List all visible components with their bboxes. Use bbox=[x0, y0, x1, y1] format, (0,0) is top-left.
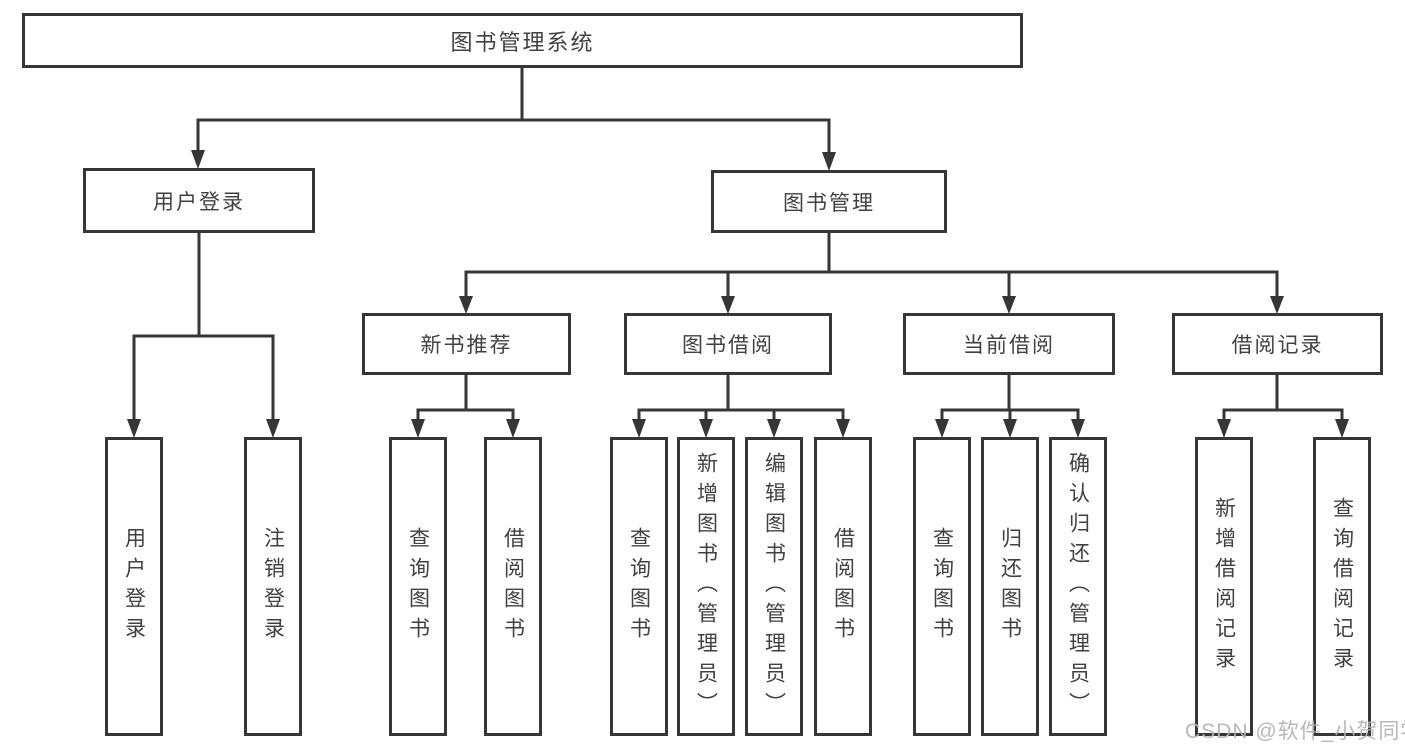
leaf-label: 新增借阅记录 bbox=[1212, 496, 1236, 677]
csdn-watermark: CSDN @软件_小贺同学 bbox=[1185, 720, 1405, 743]
leaf-label: 编辑图书（管理员） bbox=[762, 451, 786, 722]
leaf-add-borrow-record: 新增借阅记录 bbox=[1195, 437, 1253, 736]
node-label: 图书借阅 bbox=[682, 334, 774, 357]
node-system-root: 图书管理系统 bbox=[22, 13, 1023, 68]
leaf-query-books-current: 查询图书 bbox=[913, 437, 971, 736]
leaf-return-books: 归还图书 bbox=[981, 437, 1039, 736]
leaf-label: 借阅图书 bbox=[831, 526, 855, 647]
leaf-label: 新增图书（管理员） bbox=[694, 451, 718, 722]
leaf-borrow-books: 借阅图书 bbox=[814, 437, 872, 736]
leaf-label: 查询图书 bbox=[930, 526, 954, 647]
node-label: 用户登录 bbox=[153, 190, 245, 214]
leaf-query-books-recommend: 查询图书 bbox=[389, 437, 447, 736]
leaf-confirm-return-admin: 确认归还（管理员） bbox=[1049, 437, 1107, 736]
leaf-label: 借阅图书 bbox=[501, 526, 525, 647]
leaf-add-books-admin: 新增图书（管理员） bbox=[677, 437, 735, 736]
leaf-label: 用户登录 bbox=[122, 526, 146, 647]
node-borrowing-records: 借阅记录 bbox=[1172, 313, 1383, 375]
leaf-borrow-books-recommend: 借阅图书 bbox=[484, 437, 542, 736]
leaf-label: 查询借阅记录 bbox=[1330, 496, 1354, 677]
node-label: 新书推荐 bbox=[420, 334, 513, 357]
node-label: 当前借阅 bbox=[963, 334, 1055, 357]
leaf-label: 确认归还（管理员） bbox=[1066, 451, 1090, 722]
leaf-label: 查询图书 bbox=[406, 526, 430, 647]
node-current-borrowing: 当前借阅 bbox=[903, 313, 1115, 375]
leaf-query-borrow-record: 查询借阅记录 bbox=[1313, 437, 1371, 736]
node-label: 图书管理 bbox=[783, 191, 875, 215]
leaf-edit-books-admin: 编辑图书（管理员） bbox=[745, 437, 803, 736]
leaf-user-login: 用户登录 bbox=[105, 437, 163, 736]
leaf-label: 归还图书 bbox=[998, 526, 1022, 647]
leaf-logout: 注销登录 bbox=[244, 437, 302, 736]
node-new-book-recommend: 新书推荐 bbox=[362, 313, 571, 375]
node-label: 借阅记录 bbox=[1231, 334, 1324, 357]
node-book-management: 图书管理 bbox=[711, 170, 947, 233]
arrowheads bbox=[127, 150, 1349, 438]
node-user-login: 用户登录 bbox=[83, 168, 315, 233]
leaf-label: 查询图书 bbox=[627, 526, 651, 647]
leaf-query-books-borrowing: 查询图书 bbox=[610, 437, 668, 736]
leaf-label: 注销登录 bbox=[261, 526, 285, 647]
node-book-borrowing: 图书借阅 bbox=[624, 313, 832, 375]
node-label: 图书管理系统 bbox=[450, 29, 595, 55]
